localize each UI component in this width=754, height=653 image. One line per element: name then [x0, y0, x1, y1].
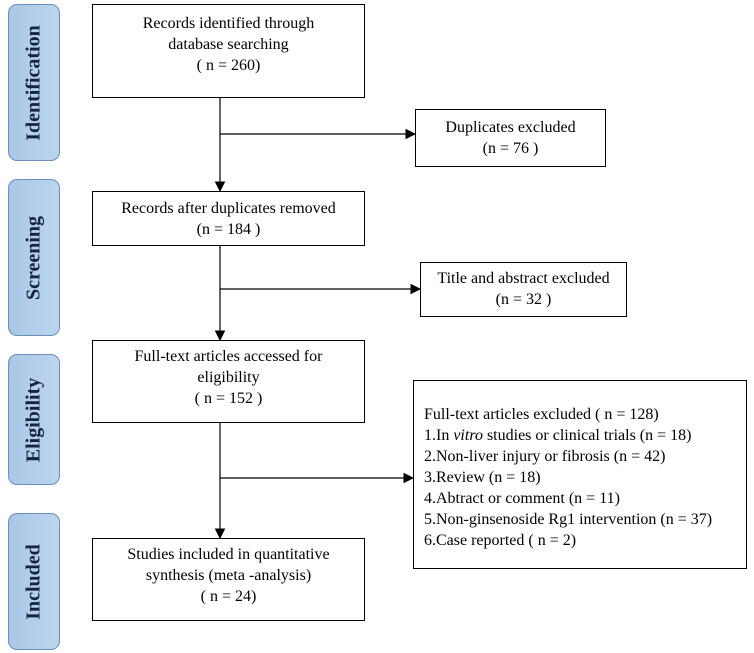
box-title-abstract-excluded: Title and abstract excluded (n = 32 ) — [420, 262, 627, 317]
box-fulltext-excluded: Full-text articles excluded ( n = 128) 1… — [413, 380, 747, 569]
prisma-flow-diagram: Identification Screening Eligibility Inc… — [8, 0, 754, 653]
duplicates-line1: Duplicates excluded — [445, 119, 576, 136]
included-count: ( n = 24) — [200, 588, 257, 605]
exclusion-reason-1-italic: vitro — [453, 427, 483, 444]
flow-connectors — [214, 98, 422, 540]
after-duplicates-count: (n = 184 ) — [196, 221, 261, 238]
fulltext-assessed-count: ( n = 152 ) — [194, 390, 263, 407]
fulltext-assessed-line2: eligibility — [197, 369, 260, 386]
after-duplicates-line1: Records after duplicates removed — [121, 200, 336, 217]
exclusion-reason-5: 5.Non-ginsenoside Rg1 intervention (n = … — [424, 511, 713, 528]
fulltext-assessed-line1: Full-text articles accessed for — [134, 348, 323, 365]
title-abstract-count: (n = 32 ) — [495, 291, 552, 308]
identified-count: ( n = 260) — [196, 57, 261, 74]
exclusion-reason-1-suffix: studies or clinical trials (n = 18) — [482, 427, 692, 444]
fulltext-excluded-title: Full-text articles excluded ( n = 128) — [424, 406, 659, 423]
box-fulltext-assessed: Full-text articles accessed for eligibil… — [92, 340, 365, 423]
phase-identification: Identification — [8, 4, 60, 161]
exclusion-reason-1: 1.In vitro studies or clinical trials (n… — [424, 425, 746, 446]
duplicates-count: (n = 76 ) — [482, 140, 539, 157]
box-records-identified: Records identified through database sear… — [92, 4, 365, 98]
phase-eligibility: Eligibility — [8, 354, 60, 485]
phase-screening: Screening — [8, 179, 60, 336]
exclusion-reason-2: 2.Non-liver injury or fibrosis (n = 42) — [424, 448, 666, 465]
phase-included: Included — [8, 513, 60, 650]
exclusion-reason-1-prefix: 1.In — [424, 427, 454, 444]
box-records-after-duplicates: Records after duplicates removed (n = 18… — [92, 191, 365, 246]
title-abstract-line1: Title and abstract excluded — [437, 270, 610, 287]
included-line2: synthesis (meta -analysis) — [145, 567, 312, 584]
exclusion-reason-6: 6.Case reported ( n = 2) — [424, 532, 577, 549]
identified-line2: database searching — [168, 36, 289, 53]
included-line1: Studies included in quantitative — [127, 546, 330, 563]
identified-line1: Records identified through — [142, 15, 315, 32]
box-duplicates-excluded: Duplicates excluded (n = 76 ) — [415, 109, 606, 167]
exclusion-reason-3: 3.Review (n = 18) — [424, 469, 541, 486]
exclusion-reason-4: 4.Abtract or comment (n = 11) — [424, 490, 620, 507]
box-studies-included: Studies included in quantitative synthes… — [92, 538, 365, 621]
